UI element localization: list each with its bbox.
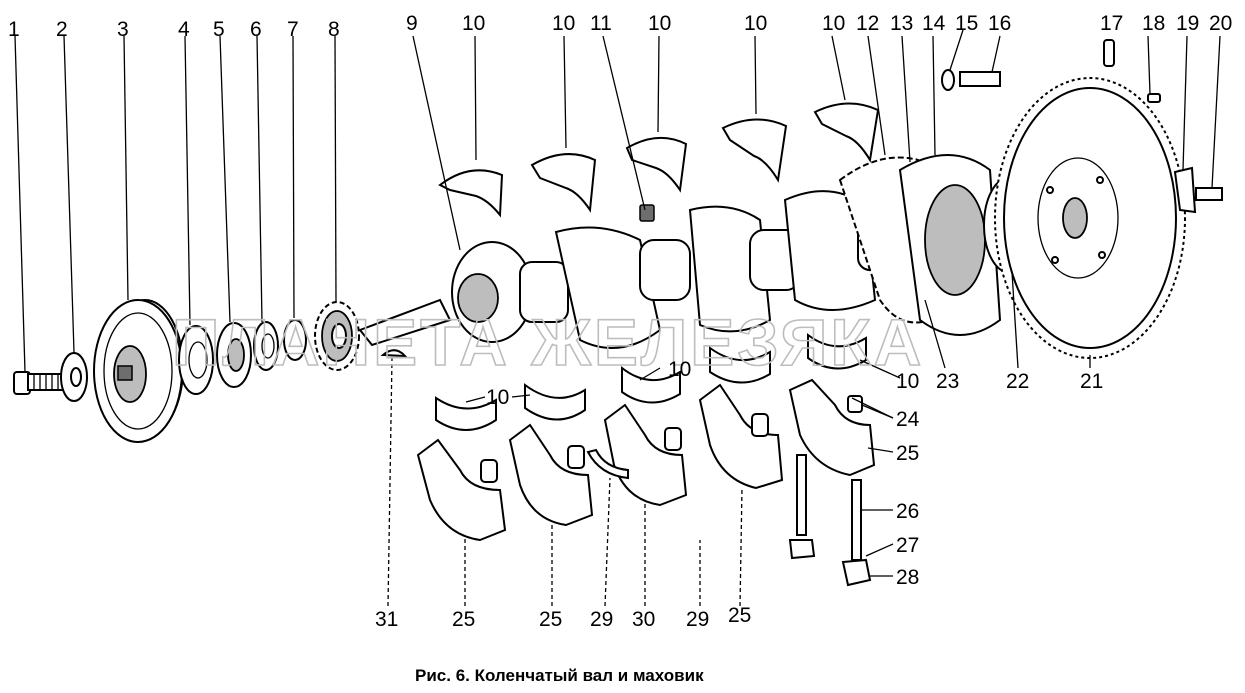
label-31: 31 xyxy=(375,608,398,631)
label-26: 26 xyxy=(896,500,919,523)
crankshaft xyxy=(358,190,915,349)
label-25-c: 25 xyxy=(539,608,562,631)
lock-plate-and-bolt xyxy=(1173,166,1223,214)
label-10-d: 10 xyxy=(744,12,767,35)
label-19: 19 xyxy=(1176,12,1199,35)
label-29-b: 29 xyxy=(686,608,709,631)
label-10-c: 10 xyxy=(648,12,671,35)
watermark: ПЛАНЕТА ЖЕЛЕЗЯКА xyxy=(172,305,924,379)
label-17: 17 xyxy=(1100,12,1123,35)
label-29-a: 29 xyxy=(590,608,613,631)
label-5: 5 xyxy=(213,18,225,41)
label-7: 7 xyxy=(287,18,299,41)
main-bearing-caps xyxy=(416,378,876,542)
label-1: 1 xyxy=(8,18,20,41)
cap-bolts-and-nuts xyxy=(788,454,872,587)
crankshaft-sprocket xyxy=(314,301,360,371)
flywheel-bolt-group xyxy=(941,69,1001,91)
label-25-b: 25 xyxy=(452,608,475,631)
label-25-d: 25 xyxy=(728,604,751,627)
label-8: 8 xyxy=(328,18,340,41)
flywheel xyxy=(994,77,1186,359)
figure-caption: Рис. 6. Коленчатый вал и маховик xyxy=(415,666,704,685)
label-10-g: 10 xyxy=(486,386,509,409)
label-23: 23 xyxy=(936,370,959,393)
label-10-h: 10 xyxy=(896,370,919,393)
label-28: 28 xyxy=(896,566,919,589)
leader-lines xyxy=(14,29,1221,607)
pins xyxy=(1103,39,1161,103)
crankshaft-pulley xyxy=(93,299,184,443)
label-30: 30 xyxy=(632,608,655,631)
label-18: 18 xyxy=(1142,12,1165,35)
label-16: 16 xyxy=(988,12,1011,35)
label-15: 15 xyxy=(955,12,978,35)
label-22: 22 xyxy=(1006,370,1029,393)
label-12: 12 xyxy=(856,12,879,35)
front-seals xyxy=(178,319,307,395)
label-20: 20 xyxy=(1209,12,1232,35)
callout-labels: 1 2 3 4 5 6 7 8 9 10 10 10 10 10 11 12 1… xyxy=(8,12,1232,631)
label-3: 3 xyxy=(117,18,129,41)
label-13: 13 xyxy=(890,12,913,35)
label-10-e: 10 xyxy=(822,12,845,35)
label-6: 6 xyxy=(250,18,262,41)
label-25-a: 25 xyxy=(896,442,919,465)
label-27: 27 xyxy=(896,534,919,557)
label-2: 2 xyxy=(56,18,68,41)
washer xyxy=(60,352,88,402)
label-21: 21 xyxy=(1080,370,1103,393)
drawing xyxy=(13,39,1223,587)
label-10-a: 10 xyxy=(462,12,485,35)
label-14: 14 xyxy=(922,12,946,35)
rear-seal-housing xyxy=(838,154,1002,336)
pulley-bolt xyxy=(13,371,67,395)
upper-bearing-shells xyxy=(438,102,880,218)
label-24: 24 xyxy=(896,408,920,431)
label-11: 11 xyxy=(590,12,612,35)
label-10-b: 10 xyxy=(552,12,575,35)
lower-bearing-shells xyxy=(435,333,867,431)
segment-key xyxy=(380,349,408,358)
thrust-washers xyxy=(586,448,629,480)
label-9: 9 xyxy=(406,12,418,35)
label-10-f: 10 xyxy=(668,358,691,381)
label-4: 4 xyxy=(178,18,190,41)
